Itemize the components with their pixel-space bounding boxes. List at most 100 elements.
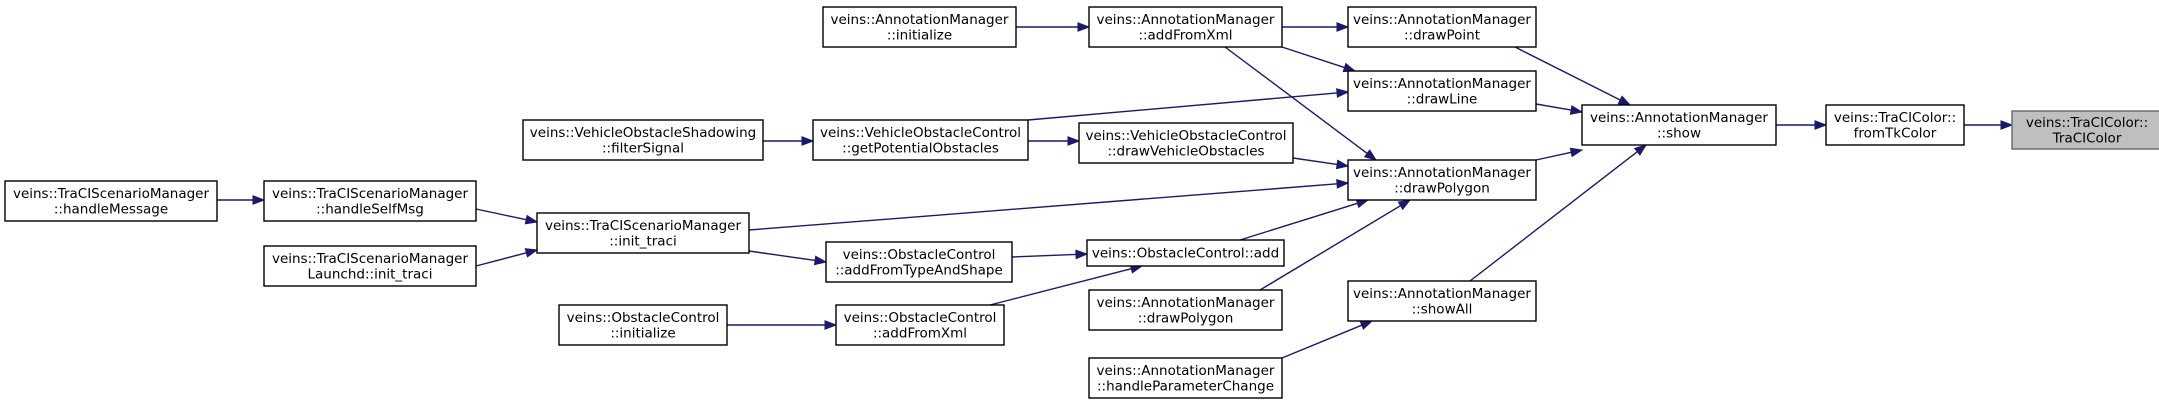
node-label-line: veins::ObstacleControl: [567, 310, 720, 326]
node-label-line: veins::ObstacleControl: [843, 247, 996, 263]
node-box: [812, 119, 1029, 161]
node-label-line: ::drawPolygon: [1138, 310, 1234, 326]
node-n-addfromxml-am[interactable]: veins::AnnotationManager::addFromXml: [1088, 6, 1283, 48]
arrowhead-icon: [801, 136, 815, 146]
node-label-line: veins::TraCIColor::: [2026, 115, 2148, 131]
call-edge: [475, 208, 527, 221]
node-label-line: ::initialize: [887, 27, 952, 43]
node-box: [558, 304, 728, 346]
arrowhead-icon: [524, 214, 539, 225]
node-n-vos-filter[interactable]: veins::VehicleObstacleShadowing::filterS…: [522, 119, 764, 161]
node-box: [1347, 159, 1537, 201]
arrowhead-icon: [2000, 120, 2014, 130]
arrowhead-icon: [1067, 136, 1081, 146]
node-box: [263, 180, 477, 222]
node-label-line: veins::AnnotationManager: [1353, 76, 1531, 92]
node-box: [1088, 289, 1283, 331]
arrowhead-icon: [1336, 88, 1350, 98]
node-box: [4, 180, 218, 222]
arrowhead-icon: [1633, 144, 1648, 156]
arrowhead-icon: [524, 248, 539, 258]
node-box: [1347, 280, 1537, 322]
node-label-line: veins::AnnotationManager: [831, 12, 1009, 28]
node-label-line: ::drawVehicleObstacles: [1107, 143, 1264, 159]
arrowhead-icon: [1569, 147, 1584, 158]
node-box: [1347, 70, 1537, 112]
call-edge: [989, 268, 1132, 306]
arrowhead-icon: [1335, 159, 1350, 170]
node-n-tsm-selfmsg[interactable]: veins::TraCIScenarioManager::handleSelfM…: [263, 180, 477, 222]
arrowhead-icon: [1077, 22, 1091, 32]
arrowhead-icon: [1336, 22, 1350, 32]
call-edge: [1027, 92, 1338, 121]
node-n-tsm-msg[interactable]: veins::TraCIScenarioManager::handleMessa…: [4, 180, 218, 222]
node-box: [1086, 239, 1285, 267]
call-edge: [1281, 324, 1363, 359]
call-edge: [1224, 46, 1368, 154]
node-label-line: veins::AnnotationManager: [1097, 295, 1275, 311]
node-n-oc-addtype[interactable]: veins::ObstacleControl::addFromTypeAndSh…: [825, 241, 1013, 283]
call-edge: [475, 252, 527, 267]
node-n-drawpoint[interactable]: veins::AnnotationManager::drawPoint: [1347, 6, 1537, 48]
node-label-line: ::handleSelfMsg: [316, 201, 424, 217]
node-n-target[interactable]: veins::TraCIColor::TraCIColor: [2011, 110, 2159, 150]
node-n-tsml-init[interactable]: veins::TraCIScenarioManagerLaunchd::init…: [263, 245, 477, 287]
node-label-line: ::initialize: [610, 325, 675, 341]
node-label-line: veins::AnnotationManager: [1097, 363, 1275, 379]
node-label-line: Launchd::init_traci: [308, 266, 433, 282]
node-label-line: veins::TraCIScenarioManager: [272, 186, 469, 202]
arrowhead-icon: [1336, 178, 1350, 189]
call-edge: [748, 250, 816, 262]
node-n-oc-addxml[interactable]: veins::ObstacleControl::addFromXml: [835, 304, 1005, 346]
node-box: [1347, 6, 1537, 48]
arrowhead-icon: [1617, 95, 1632, 106]
node-n-drawpoly2[interactable]: veins::AnnotationManager::drawPolygon: [1088, 289, 1283, 331]
node-n-oc-add[interactable]: veins::ObstacleControl::add: [1086, 239, 1285, 267]
node-label-line: veins::AnnotationManager: [1353, 12, 1531, 28]
call-edge: [1239, 202, 1358, 241]
node-n-drawpoly1[interactable]: veins::AnnotationManager::drawPolygon: [1347, 159, 1537, 201]
node-label-line: veins::VehicleObstacleControl: [1085, 128, 1286, 144]
node-box: [522, 119, 764, 161]
node-label-line: ::filterSignal: [602, 140, 684, 156]
node-label-line: ::showAll: [1412, 301, 1473, 317]
node-label-line: TraCIColor: [2052, 130, 2122, 146]
node-label-line: ::drawPolygon: [1394, 180, 1490, 196]
node-label-line: veins::AnnotationManager: [1353, 286, 1531, 302]
node-n-drawline[interactable]: veins::AnnotationManager::drawLine: [1347, 70, 1537, 112]
node-label-line: ::addFromXml: [1138, 27, 1232, 43]
node-n-handleparam[interactable]: veins::AnnotationManager::handleParamete…: [1088, 357, 1283, 399]
node-n-show[interactable]: veins::AnnotationManager::show: [1581, 104, 1777, 146]
arrowhead-icon: [1075, 249, 1089, 260]
nodes-layer: veins::TraCIColor::TraCIColorveins::TraC…: [4, 6, 2159, 399]
arrowhead-icon: [824, 320, 838, 330]
node-box: [1088, 357, 1283, 399]
arrowhead-icon: [252, 195, 266, 205]
call-edge: [1535, 151, 1572, 161]
node-label-line: ::getPotentialObstacles: [842, 140, 999, 156]
node-n-am-init[interactable]: veins::AnnotationManager::initialize: [822, 6, 1017, 48]
node-box: [263, 245, 477, 287]
node-n-fromtk[interactable]: veins::TraCIColor::fromTkColor: [1825, 104, 1965, 146]
arrowhead-icon: [1397, 199, 1412, 211]
node-label-line: fromTkColor: [1854, 125, 1937, 141]
node-label-line: ::addFromTypeAndShape: [835, 262, 1003, 278]
node-label-line: ::handleParameterChange: [1097, 378, 1274, 394]
node-label-line: ::handleMessage: [54, 201, 168, 217]
node-n-vo-draw[interactable]: veins::VehicleObstacleControl::drawVehic…: [1078, 122, 1294, 164]
node-label-line: veins::ObstacleControl: [844, 310, 997, 326]
call-edge: [1292, 157, 1338, 166]
node-n-showall[interactable]: veins::AnnotationManager::showAll: [1347, 280, 1537, 322]
node-box: [1825, 104, 1965, 146]
node-label-line: veins::TraCIScenarioManager: [545, 218, 742, 234]
call-edge: [1259, 205, 1401, 291]
node-n-oc-init[interactable]: veins::ObstacleControl::initialize: [558, 304, 728, 346]
call-edge: [1469, 151, 1638, 282]
node-n-tsm-init[interactable]: veins::TraCIScenarioManager::init_traci: [536, 212, 750, 254]
node-box: [1581, 104, 1777, 146]
call-edge: [1011, 253, 1077, 258]
node-box: [835, 304, 1005, 346]
node-box: [2011, 110, 2159, 150]
node-label-line: veins::AnnotationManager: [1353, 165, 1531, 181]
node-n-vo-getpot[interactable]: veins::VehicleObstacleControl::getPotent…: [812, 119, 1029, 161]
